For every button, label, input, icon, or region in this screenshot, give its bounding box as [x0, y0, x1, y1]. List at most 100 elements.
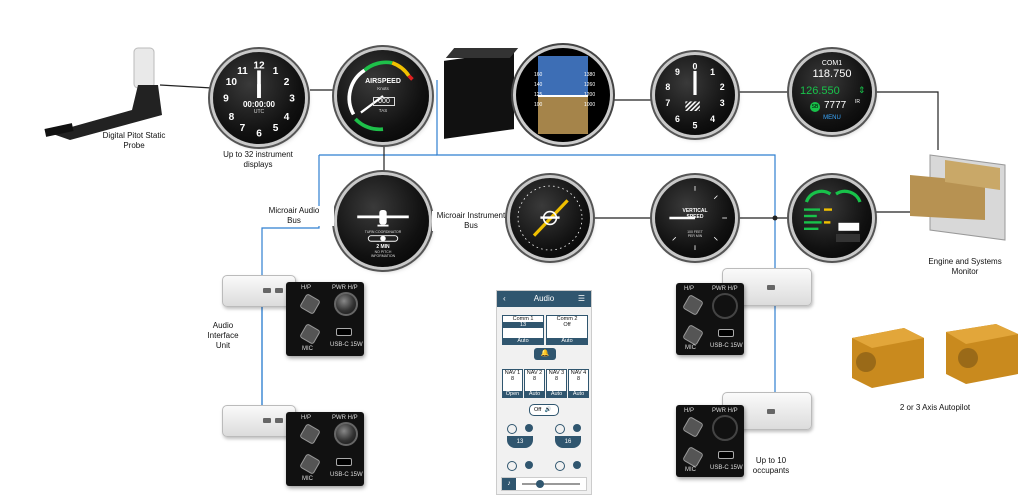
- hp-jack-icon[interactable]: [299, 293, 321, 315]
- engine-monitor-image: [910, 154, 1006, 241]
- port-icon: [263, 288, 271, 293]
- mic-jack-icon[interactable]: [299, 453, 321, 475]
- vsi-title: VERTICAL: [682, 208, 708, 214]
- pwr-hp-jack-icon[interactable]: [712, 293, 738, 319]
- panel-pwr-label: PWR H/P: [332, 285, 358, 291]
- channel-4-control[interactable]: [555, 461, 581, 473]
- radio-ir: IR: [855, 99, 860, 105]
- menu-icon[interactable]: ☰: [577, 294, 585, 303]
- clock-time: 00:00:00: [242, 100, 276, 109]
- nav-value: 8: [532, 376, 537, 382]
- instrument-bus-label: Microair Instrument Bus: [432, 211, 510, 231]
- back-chevron-icon[interactable]: ‹: [503, 294, 506, 303]
- pwr-hp-jack-icon[interactable]: [334, 422, 358, 446]
- channel-1-value: 13: [507, 436, 533, 448]
- turn-note2: INFORMATION: [370, 254, 396, 258]
- hp-jack-icon[interactable]: [299, 423, 321, 445]
- usb-port-icon[interactable]: [336, 328, 352, 336]
- panel-mic-label: MIC: [302, 476, 313, 482]
- nav2-card[interactable]: NAV 2 8 Auto: [524, 369, 545, 398]
- svg-text:0: 0: [693, 61, 698, 71]
- hp-jack-icon[interactable]: [682, 294, 704, 316]
- audio-bus-label-line1: Microair Audio: [268, 206, 320, 215]
- speaker-off-text: Off: [534, 407, 542, 413]
- audio-unit-label-line3: Unit: [215, 341, 231, 350]
- comm-value: Off: [563, 322, 571, 328]
- nav-name: NAV 2: [526, 370, 543, 376]
- engine-monitor-display: [792, 178, 872, 258]
- channel-2-control[interactable]: 16: [555, 424, 581, 450]
- svg-text:7: 7: [240, 123, 246, 134]
- comm-name: Comm 2: [556, 316, 578, 322]
- turn-top-text: TURN COORDINATOR: [364, 230, 402, 234]
- mic-jack-icon[interactable]: [682, 324, 704, 346]
- usb-port-icon[interactable]: [336, 458, 352, 466]
- nav3-card[interactable]: NAV 3 8 Auto: [546, 369, 567, 398]
- efis-right-tape-value: 1260: [584, 82, 596, 88]
- volume-slider[interactable]: [522, 483, 580, 485]
- swap-arrows-icon[interactable]: ⇕: [858, 85, 866, 95]
- occupants-label-line1: Up to 10: [755, 456, 787, 465]
- airspeed-title: AIRSPEED: [365, 78, 401, 85]
- mic-jack-icon[interactable]: [682, 446, 704, 468]
- radio-menu-button[interactable]: MENU: [823, 115, 841, 121]
- nav-mode: Open: [503, 391, 522, 397]
- airspeed-value: 000: [373, 97, 395, 106]
- turn-coordinator-gauge: TURN COORDINATOR 2 MIN NO PITCH INFORMAT…: [337, 175, 429, 267]
- comm2-card[interactable]: Comm 2 Off Auto: [546, 315, 588, 345]
- svg-text:5: 5: [273, 123, 279, 134]
- airspeed-gauge: AIRSPEED Knots 000 TAS: [337, 50, 429, 142]
- comm1-card[interactable]: Comm 1 13 Auto: [502, 315, 544, 345]
- audio-interface-unit: [222, 405, 296, 437]
- pwr-hp-jack-icon[interactable]: [712, 415, 738, 441]
- audio-bus-label: Microair Audio Bus: [254, 206, 334, 226]
- nav-name: NAV 3: [548, 370, 565, 376]
- svg-text:1: 1: [710, 67, 715, 77]
- usb-port-icon[interactable]: [718, 451, 734, 459]
- pwr-hp-jack-icon[interactable]: [334, 292, 358, 316]
- nav1-card[interactable]: NAV 1 8 Open: [502, 369, 523, 398]
- probe-label-line1: Digital Pitot Static: [102, 131, 166, 140]
- port-icon: [767, 409, 775, 414]
- speaker-toggle[interactable]: Off 🔊: [529, 404, 559, 416]
- alert-bell-icon[interactable]: 🔔: [534, 348, 556, 360]
- channel-1-control[interactable]: 13: [507, 424, 533, 450]
- svg-text:11: 11: [237, 66, 248, 77]
- port-icon: [767, 285, 775, 290]
- svg-text:2: 2: [284, 77, 290, 88]
- airspeed-unit: Knots: [377, 86, 389, 91]
- vsi-title2: SPEED: [686, 214, 704, 220]
- pitot-probe-image: [44, 47, 162, 140]
- channel-3-control[interactable]: [507, 461, 533, 473]
- panel-pwr-label: PWR H/P: [332, 415, 358, 421]
- nav-value: 8: [510, 376, 515, 382]
- svg-text:9: 9: [675, 67, 680, 77]
- panel-usb-label: USB-C 15W: [710, 343, 743, 349]
- efis-left-tape-value: 160: [534, 72, 543, 78]
- mic-jack-icon[interactable]: [299, 323, 321, 345]
- svg-text:3: 3: [289, 94, 295, 105]
- displays-label-line2: displays: [243, 160, 273, 169]
- svg-text:10: 10: [226, 77, 238, 88]
- nav4-card[interactable]: NAV 4 8 Auto: [568, 369, 589, 398]
- svg-text:12: 12: [253, 61, 265, 72]
- port-icon: [275, 288, 283, 293]
- turn-note1: NO PITCH: [374, 250, 392, 254]
- radio-active-freq: 118.750: [812, 68, 852, 80]
- headset-panel: H/P PWR H/P MIC USB-C 15W: [676, 283, 744, 355]
- radio-sb-badge: SB: [810, 102, 820, 112]
- displays-label-line1: Up to 32 instrument: [223, 150, 293, 159]
- comm-name: Comm 1: [512, 316, 534, 322]
- instrument-bus-label-line1: Microair Instrument: [436, 211, 506, 220]
- panel-hp-label: H/P: [301, 285, 312, 291]
- usb-port-icon[interactable]: [718, 329, 734, 337]
- com-radio-display: COM1 118.750 126.550 ⇕ SB 7777 IR MENU: [792, 52, 872, 132]
- hp-jack-icon[interactable]: [682, 416, 704, 438]
- autopilot-servo-image: [946, 324, 1018, 384]
- volume-knob[interactable]: [536, 480, 544, 488]
- hsi-gauge: [510, 178, 590, 258]
- panel-usb-label: USB-C 15W: [330, 342, 363, 348]
- nav-name: NAV 4: [570, 370, 587, 376]
